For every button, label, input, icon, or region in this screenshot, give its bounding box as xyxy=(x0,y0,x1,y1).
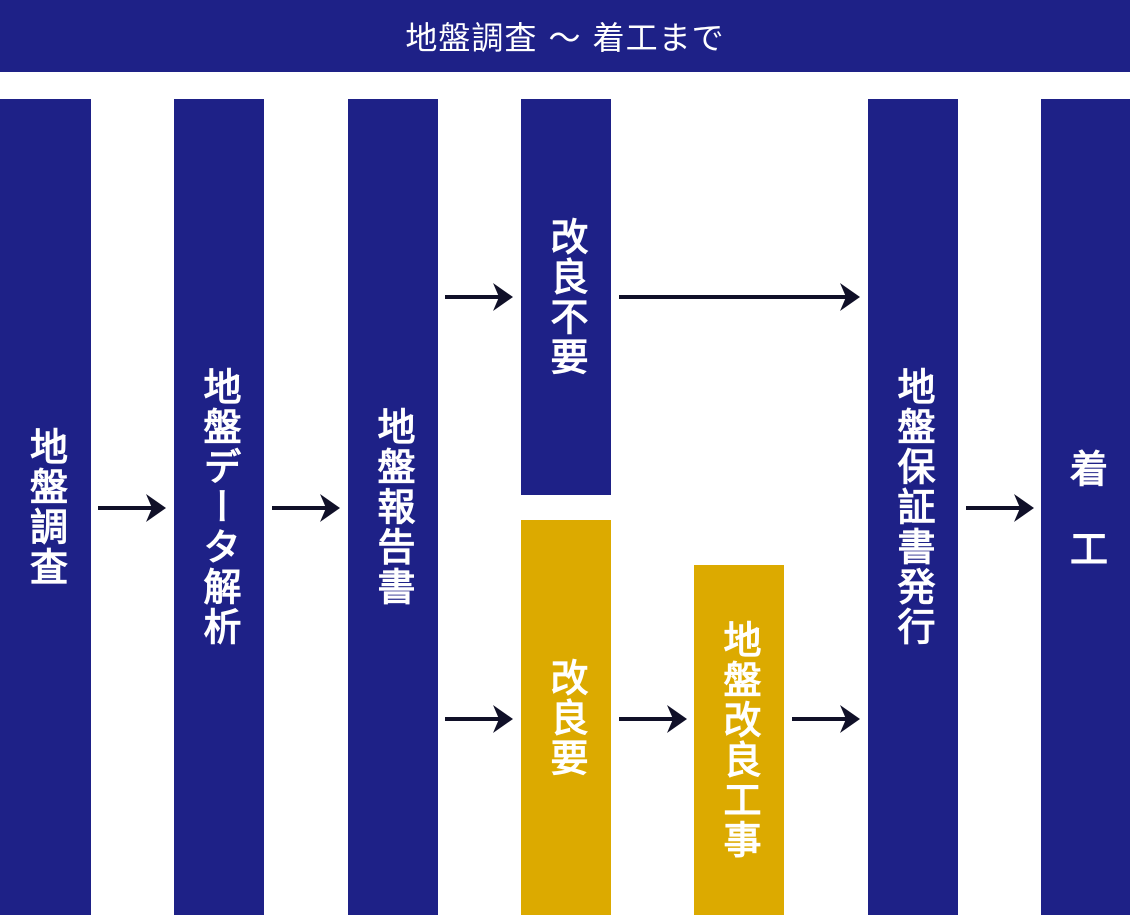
step-improvement-needed: 改良要 xyxy=(521,520,611,915)
arrowhead-analysis-to-report xyxy=(320,494,340,522)
arrowhead-report-to-improvement-needed xyxy=(493,705,513,733)
step-improvement-work: 地盤改良工事 xyxy=(694,565,784,915)
step-no-improvement: 改良不要 xyxy=(521,99,611,495)
step-improvement-work-label: 地盤改良工事 xyxy=(717,620,761,860)
step-ground-report: 地盤報告書 xyxy=(348,99,438,915)
arrowhead-no-improvement-to-guarantee xyxy=(840,283,860,311)
header-bar: 地盤調査 〜 着工まで xyxy=(0,0,1130,72)
step-ground-survey: 地盤調査 xyxy=(0,99,91,915)
arrowhead-work-to-guarantee xyxy=(840,705,860,733)
step-ground-report-label: 地盤報告書 xyxy=(371,407,415,607)
arrowhead-report-to-no-improvement xyxy=(493,283,513,311)
step-data-analysis-label: 地盤データ解析 xyxy=(197,367,241,647)
arrowhead-survey-to-analysis xyxy=(146,494,166,522)
step-construction-start-label: 着 工 xyxy=(1063,449,1108,569)
step-ground-survey-label: 地盤調査 xyxy=(23,427,68,587)
header-title: 地盤調査 〜 着工まで xyxy=(405,19,725,57)
step-guarantee-issue-label: 地盤保証書発行 xyxy=(891,367,935,647)
arrowhead-guarantee-to-construction xyxy=(1014,494,1034,522)
arrowhead-improvement-needed-to-work xyxy=(667,705,687,733)
step-improvement-needed-label: 改良要 xyxy=(544,657,588,778)
step-no-improvement-label: 改良不要 xyxy=(544,217,588,377)
step-guarantee-issue: 地盤保証書発行 xyxy=(868,99,958,915)
step-data-analysis: 地盤データ解析 xyxy=(174,99,264,915)
step-construction-start: 着 工 xyxy=(1041,99,1130,915)
